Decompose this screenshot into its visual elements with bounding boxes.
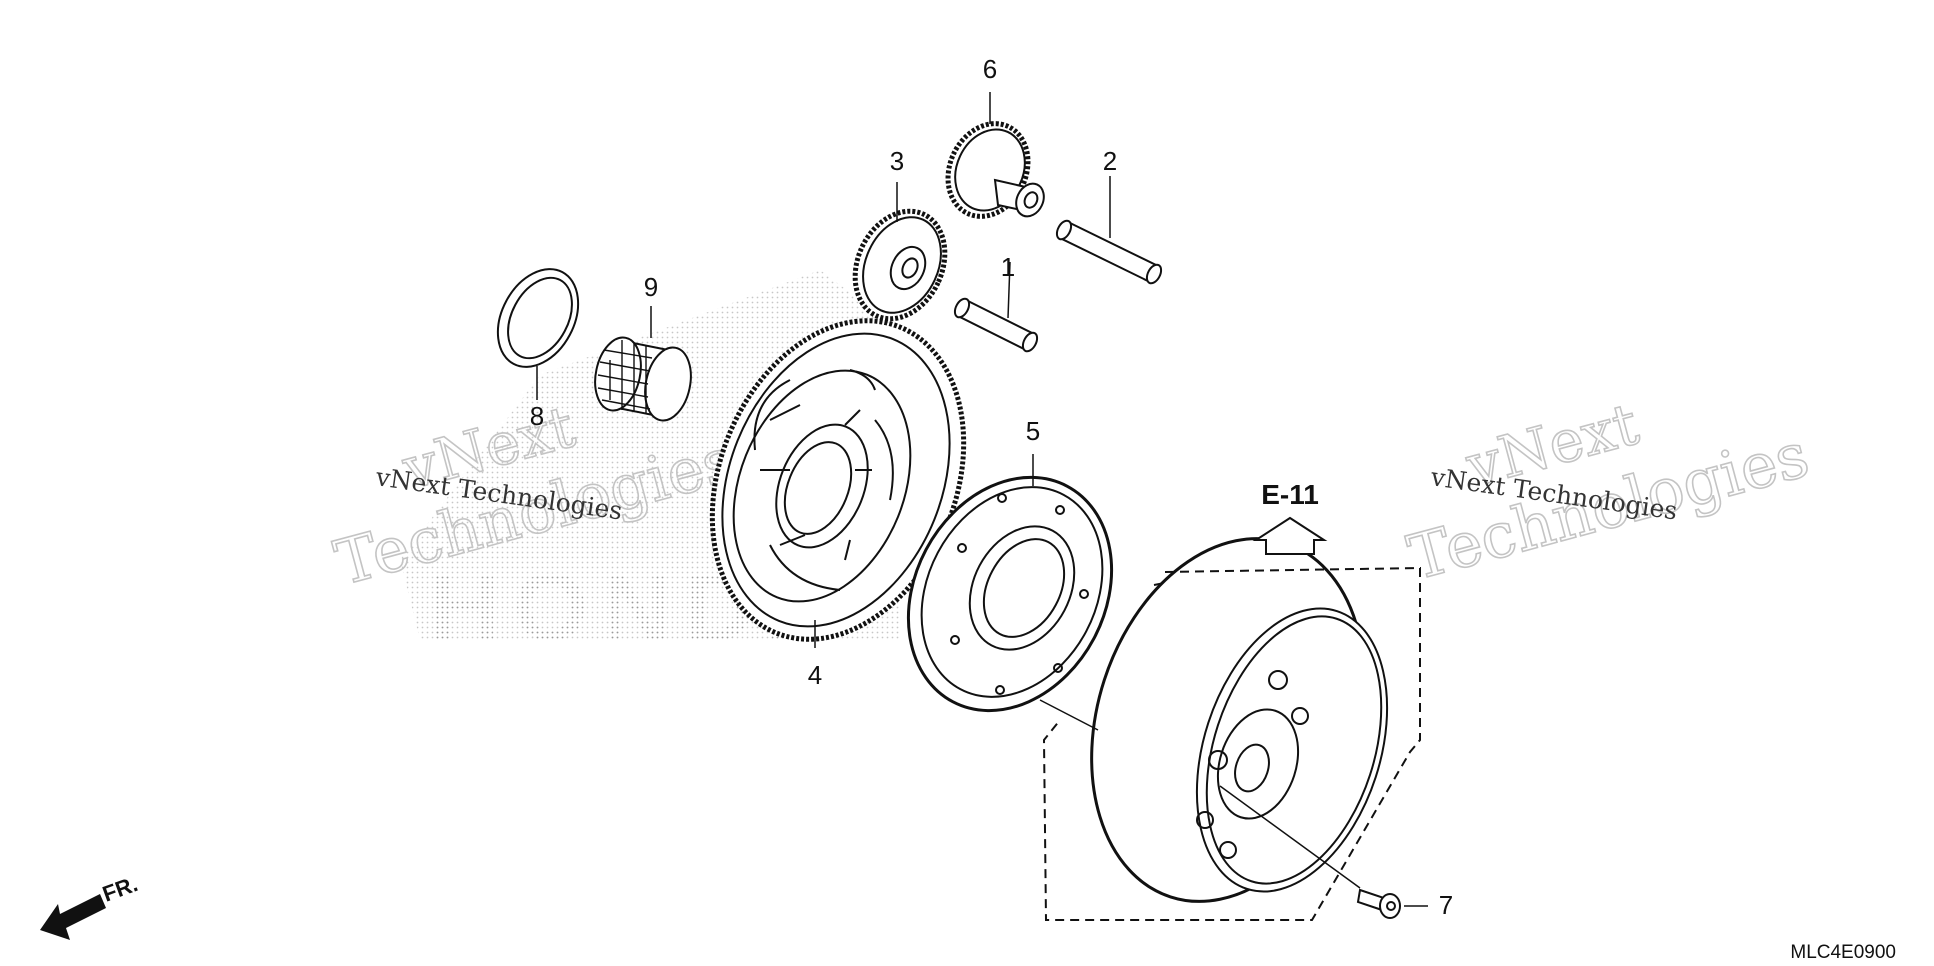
callout-1: 1	[1001, 252, 1015, 282]
callout-5: 5	[1026, 416, 1040, 446]
callout-6: 6	[983, 54, 997, 84]
front-arrow-icon	[40, 894, 106, 940]
assembly-boundary	[1042, 566, 1421, 921]
callout-9: 9	[644, 272, 658, 302]
front-label: FR.	[99, 871, 141, 907]
part-reduction-gear	[945, 121, 1045, 219]
leader-lines	[536, 92, 1428, 907]
part-washer	[496, 268, 580, 368]
reference-label: E-11	[1261, 479, 1319, 510]
part-shaft-long	[1055, 219, 1163, 285]
part-flywheel	[1090, 537, 1389, 903]
callout-8: 8	[530, 401, 544, 431]
callout-2: 2	[1103, 146, 1117, 176]
part-one-way-clutch	[906, 475, 1114, 713]
callout-4: 4	[808, 660, 822, 690]
part-idle-gear	[852, 208, 948, 322]
part-bolt	[1356, 888, 1401, 919]
part-needle-bearing	[594, 336, 692, 422]
part-shaft-short	[953, 297, 1039, 353]
diagram-code: MLC4E0900	[1790, 942, 1896, 963]
callout-3: 3	[890, 146, 904, 176]
reference-arrow-icon	[1252, 516, 1328, 555]
callouts: 1 2 3 4 5 6 7 8 9	[530, 54, 1453, 920]
front-direction: FR.	[40, 871, 141, 940]
callout-7: 7	[1439, 890, 1453, 920]
